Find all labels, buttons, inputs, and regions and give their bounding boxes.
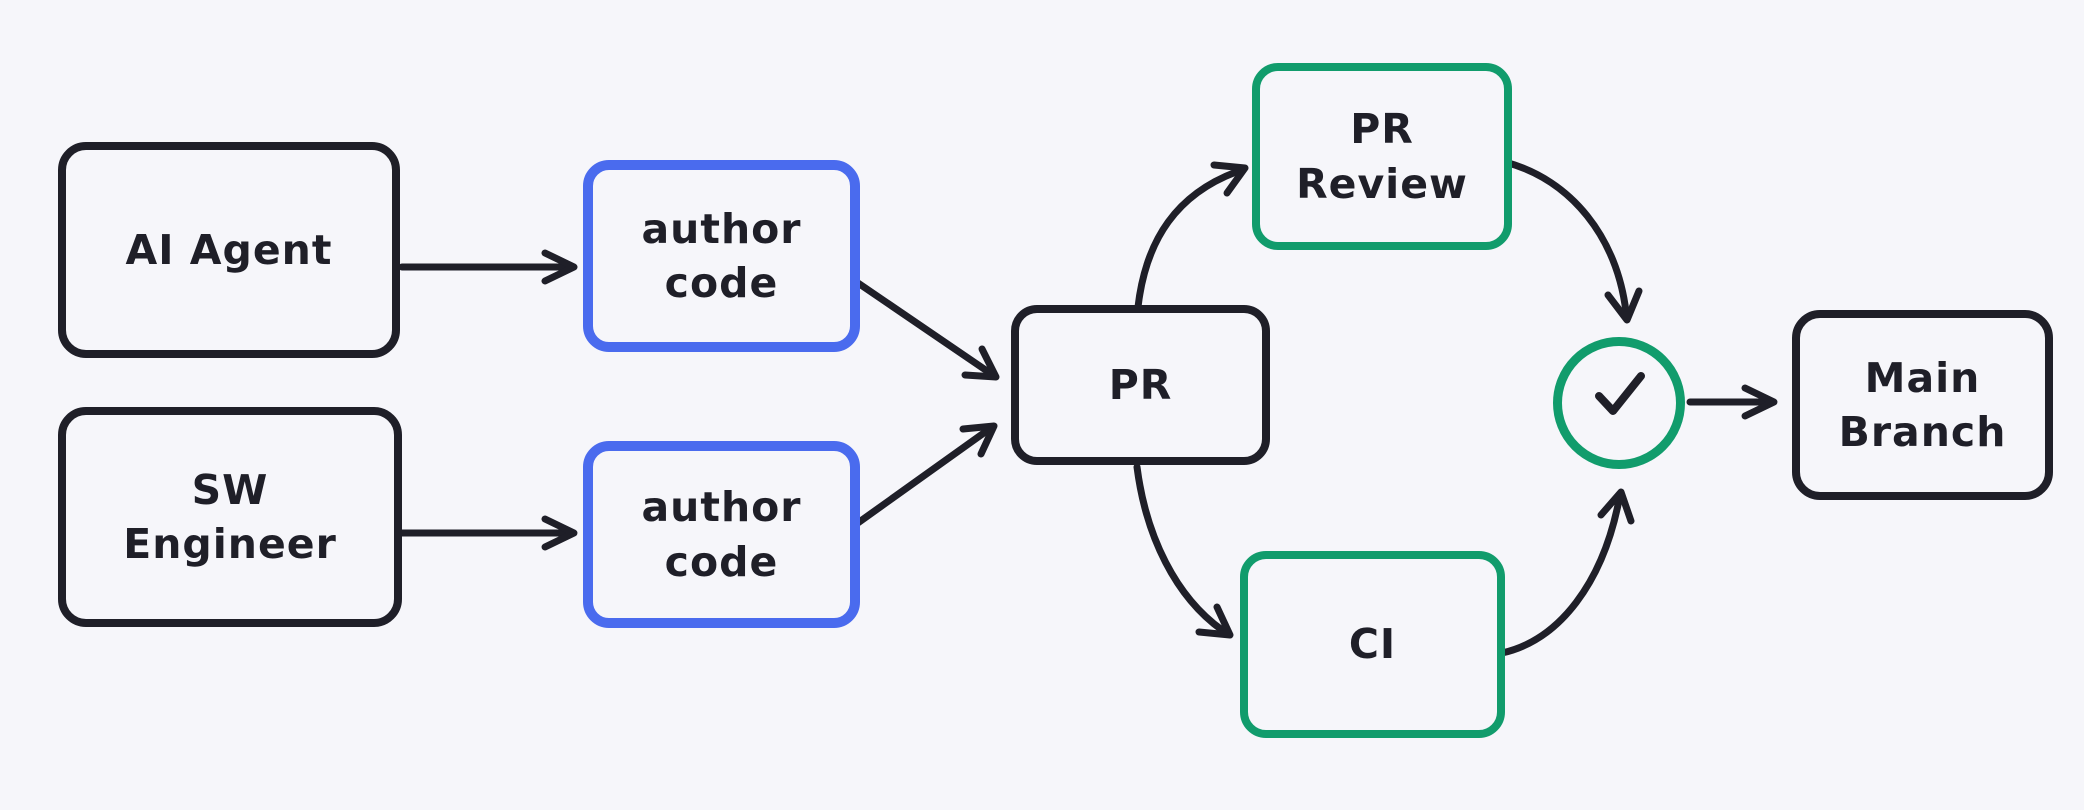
node-ci: CI bbox=[1240, 551, 1505, 738]
arrow-pr-to-ci bbox=[1133, 463, 1234, 639]
arrow-check-to-main-branch bbox=[1686, 384, 1778, 420]
node-label: CI bbox=[1348, 620, 1397, 669]
node-author-code-top: author code bbox=[583, 160, 860, 352]
arrow-pr-to-pr-review bbox=[1134, 161, 1249, 311]
arrow-pr-review-to-check bbox=[1501, 158, 1643, 324]
node-label: Branch bbox=[1838, 408, 2007, 456]
node-label: Engineer bbox=[123, 520, 337, 568]
node-label: Review bbox=[1296, 159, 1468, 208]
node-label: PR bbox=[1350, 105, 1414, 154]
node-label: PR bbox=[1108, 360, 1173, 409]
node-check-circle bbox=[1553, 337, 1685, 469]
node-label: code bbox=[664, 259, 779, 307]
node-author-code-bottom: author code bbox=[583, 441, 860, 628]
arrow-author-code-top-to-pr bbox=[854, 279, 1000, 381]
node-pr-review: PR Review bbox=[1252, 63, 1512, 250]
arrow-ai-agent-to-author-code bbox=[398, 249, 578, 285]
node-sw-engineer: SW Engineer bbox=[58, 407, 402, 627]
node-label: Main bbox=[1864, 353, 1981, 402]
node-label: author bbox=[641, 204, 802, 253]
node-ai-agent: AI Agent bbox=[58, 142, 400, 358]
arrow-sw-engineer-to-author-code bbox=[398, 515, 578, 551]
node-label: AI Agent bbox=[125, 225, 333, 274]
checkmark-icon bbox=[1595, 372, 1645, 415]
node-label: author bbox=[641, 483, 802, 532]
arrow-ci-to-check bbox=[1498, 488, 1635, 657]
node-pr: PR bbox=[1011, 305, 1270, 465]
node-label: SW bbox=[191, 465, 269, 514]
node-label: code bbox=[664, 537, 779, 586]
node-main-branch: Main Branch bbox=[1792, 310, 2053, 500]
arrow-author-code-bottom-to-pr bbox=[851, 422, 998, 529]
